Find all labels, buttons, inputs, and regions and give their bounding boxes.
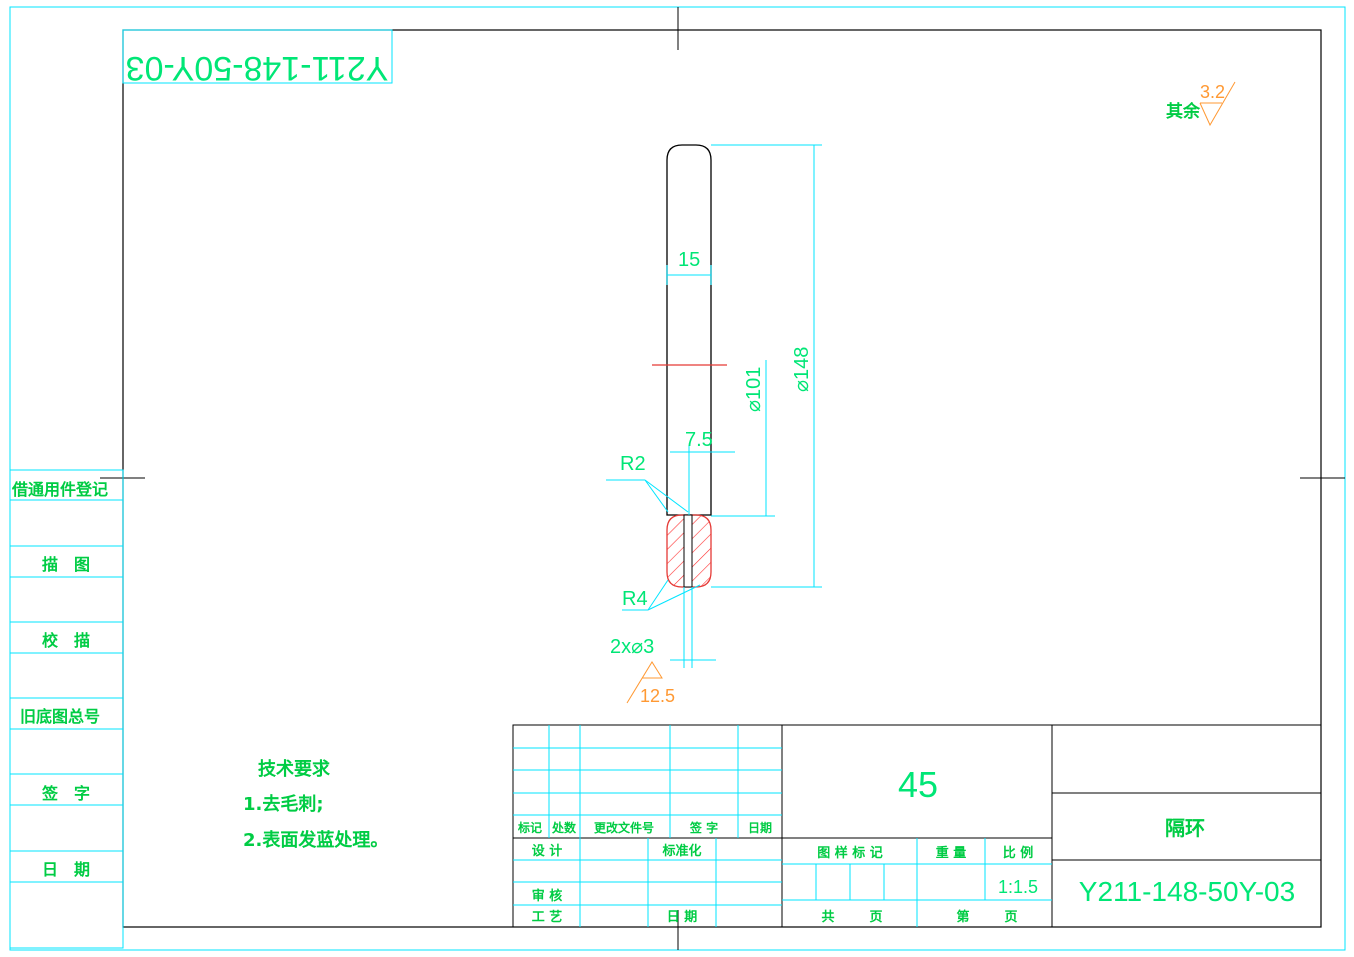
tb-date: 日 期 [667,910,698,925]
dim-offset: 7.5 [685,429,713,451]
tb-stage-mark: 图 样 标 记 [817,845,883,861]
tb-review: 审 核 [532,888,563,904]
roughness-other-label: 其余 [1166,101,1201,122]
tb-total: 共 [821,909,834,925]
side-panel [9,469,124,949]
part-section [652,144,727,588]
tb-part-name: 隔环 [1165,816,1205,840]
tb-scale-value: 1:1.5 [998,877,1038,897]
tb-process: 工 艺 [532,909,563,925]
mirrored-number-box [122,29,393,84]
hole-section [683,514,693,588]
tech-req-title: 技术要求 [258,758,331,780]
roughness-other-value: 3.2 [1200,82,1225,102]
dim-fillet-r2: R2 [620,453,646,475]
tech-req-item-2: 2.表面发蓝处理。 [243,829,388,851]
drawing-border [122,29,1322,928]
tb-sheet-page: 页 [1004,910,1017,925]
outer-frame [9,6,1346,951]
side-trace: 描 图 [42,555,90,574]
rev-header-count: 处数 [551,820,577,835]
dim-holes: 2x⌀3 [610,636,654,658]
side-signature: 签 字 [41,784,90,803]
tb-total-page: 页 [869,910,882,925]
tb-scale-label: 比 例 [1003,845,1034,861]
dim-inner-dia: ⌀101 [743,367,765,412]
hole-roughness-value: 12.5 [640,686,675,706]
dimension-lines [606,144,822,668]
tb-material: 45 [898,764,938,805]
tb-weight: 重 量 [936,845,967,861]
rev-header-mark: 标记 [517,820,542,835]
hole-roughness-symbol [626,661,663,704]
rev-header-date: 日期 [748,820,772,835]
side-date: 日 期 [42,860,90,879]
tb-sheet: 第 [956,909,969,925]
dim-outer-dia: ⌀148 [791,347,813,392]
tech-req-item-1: 1.去毛刺; [243,793,324,815]
dim-width: 15 [678,249,700,271]
tb-design: 设 计 [532,843,563,859]
side-borrow: 借通用件登记 [11,480,108,499]
rev-header-doc: 更改文件号 [594,820,654,835]
side-check-trace: 校 描 [42,631,90,650]
title-block-grid [513,725,1052,927]
mirrored-drawing-number: Y211-148-50Y-03 [126,49,389,87]
dim-fillet-r4: R4 [622,588,648,610]
tb-drawing-number: Y211-148-50Y-03 [1079,876,1295,907]
side-old-number: 旧底图总号 [20,707,100,726]
roughness-symbol [1199,81,1236,127]
rev-header-sign: 签 字 [689,820,718,835]
tb-standardization: 标准化 [661,843,701,859]
